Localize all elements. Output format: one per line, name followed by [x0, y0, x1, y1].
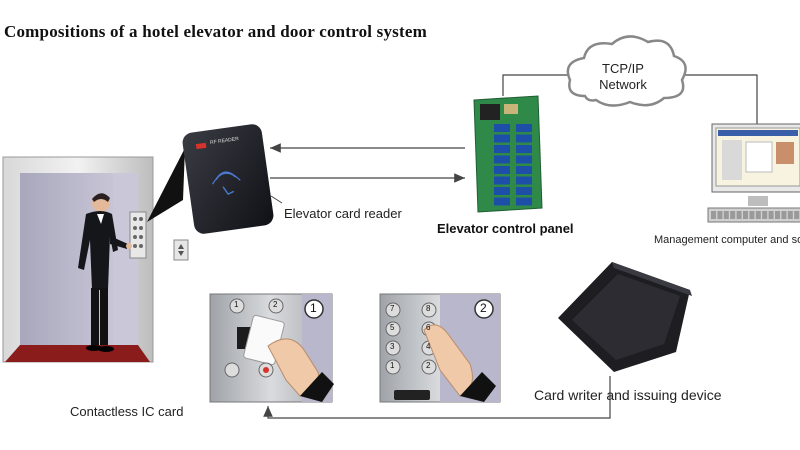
keypad1-key-1: 1	[234, 300, 239, 309]
floor-button-label: 3	[390, 342, 395, 351]
diagram-title: Compositions of a hotel elevator and doo…	[4, 22, 427, 41]
tcpip-cloud	[566, 35, 687, 107]
floor-button-label: 7	[390, 304, 395, 313]
keyboard-key	[723, 211, 729, 219]
zoom-wedge	[147, 148, 185, 222]
computer-label: Management computer and so	[654, 234, 800, 246]
relay	[494, 124, 510, 132]
link-writer-to-card	[263, 376, 611, 419]
step-2-number: 2	[480, 301, 487, 315]
elevator-inner-button-panel	[129, 211, 147, 259]
keyboard-key	[775, 211, 780, 219]
step-1-number: 1	[310, 301, 317, 315]
keyboard-key	[730, 211, 736, 219]
ic-card-label: Contactless IC card	[70, 404, 184, 419]
floor-button	[421, 359, 437, 375]
relay	[494, 134, 510, 143]
keyboard-key	[768, 211, 774, 219]
floor-button-label: 2	[426, 361, 431, 370]
floor-button-label: 8	[426, 304, 431, 313]
floor-button	[385, 340, 401, 356]
floor-button	[385, 302, 401, 318]
keyboard-key	[794, 211, 800, 219]
control-panel-board	[473, 95, 543, 213]
relay	[516, 145, 532, 153]
relay	[494, 155, 510, 164]
floor-button	[421, 302, 437, 318]
cloud-label-line-2: Network	[599, 77, 647, 92]
guest-figure	[78, 193, 132, 352]
reader-label: Elevator card reader	[284, 206, 402, 221]
keyboard-key	[781, 211, 787, 219]
keyboard-key	[717, 211, 723, 219]
relay	[494, 187, 510, 195]
keyboard-key	[743, 211, 748, 219]
reader-label-leader	[270, 195, 283, 204]
keyboard-key	[787, 211, 793, 219]
keyboard-key	[749, 211, 755, 219]
elevator-carpet	[5, 345, 150, 362]
relay	[516, 197, 532, 206]
writer-label: Card writer and issuing device	[534, 387, 722, 403]
relay	[516, 124, 532, 132]
floor-button	[385, 321, 401, 337]
panel-label: Elevator control panel	[437, 221, 574, 236]
card-reader-device	[182, 124, 274, 234]
elevator-illustration	[2, 148, 189, 363]
hall-call-button	[173, 239, 189, 261]
keypad1-key-2: 2	[273, 300, 278, 309]
relay	[516, 166, 532, 174]
management-computer	[707, 123, 800, 223]
keyboard-key	[711, 211, 716, 219]
keypad-panel-card	[209, 293, 334, 403]
keyboard-key	[736, 211, 742, 219]
cloud-label-line-1: TCP/IP	[602, 61, 644, 76]
card-writer-device	[558, 262, 692, 372]
floor-button	[385, 359, 401, 375]
floor-button-label: 5	[390, 323, 395, 332]
step-1-badge	[304, 299, 324, 319]
relay	[494, 145, 510, 153]
relay	[494, 176, 510, 185]
relay	[494, 166, 510, 174]
keyboard-key	[762, 211, 768, 219]
floor-button-label: 4	[426, 342, 431, 351]
step-2-badge	[474, 299, 494, 319]
relay	[516, 176, 532, 185]
link-cloud-computer	[682, 74, 758, 125]
floor-button-label: 6	[426, 323, 431, 332]
floor-button-label: 1	[390, 361, 395, 370]
keypad-panel-floor	[379, 293, 501, 403]
keyboard-key	[755, 211, 761, 219]
relay	[516, 134, 532, 143]
relay	[494, 197, 510, 206]
cloud-label: TCP/IP Network	[596, 61, 650, 93]
relay	[516, 155, 532, 164]
link-panel-cloud	[502, 74, 568, 96]
relay	[516, 187, 532, 195]
